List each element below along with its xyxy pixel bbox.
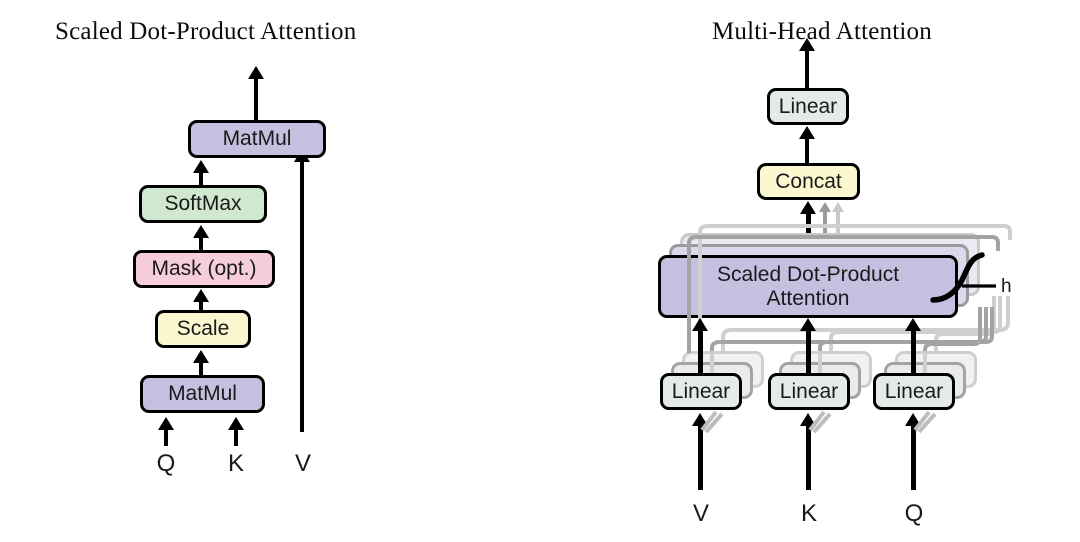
k-input-arrowhead-right bbox=[800, 413, 816, 426]
k-input-arrowhead-left bbox=[228, 417, 244, 430]
linear-q-to-sdpa-arrowhead bbox=[905, 318, 921, 331]
node-linear-v[interactable]: Linear bbox=[660, 373, 742, 410]
softmax-to-matmul-line bbox=[199, 172, 203, 190]
input-label-v-left: V bbox=[294, 450, 311, 477]
concat-to-linear-arrowhead bbox=[799, 126, 815, 139]
node-sdpa-label-line1: Scaled Dot-Product bbox=[716, 262, 900, 286]
q-input-line-right bbox=[911, 425, 916, 490]
q-input-line-left bbox=[164, 429, 168, 446]
input-label-q-left: Q bbox=[156, 450, 176, 477]
node-sdpa-label-line2: Attention bbox=[766, 286, 850, 310]
input-label-q-right: Q bbox=[904, 500, 924, 527]
mask-to-softmax-line bbox=[199, 237, 203, 252]
node-scaled-dot-product-attention[interactable]: Scaled Dot-Product Attention bbox=[658, 255, 958, 318]
node-matmul-bottom-label: MatMul bbox=[168, 382, 237, 406]
node-concat[interactable]: Concat bbox=[757, 163, 860, 200]
matmulbot-to-scale-line bbox=[199, 362, 203, 376]
linear-v-to-sdpa-arrowhead bbox=[692, 318, 708, 331]
node-concat-label: Concat bbox=[775, 169, 842, 193]
linear-k-to-sdpa-line bbox=[806, 330, 811, 374]
q-input-arrowhead-right bbox=[905, 413, 921, 426]
node-softmax[interactable]: SoftMax bbox=[139, 185, 267, 223]
node-linear-output-label: Linear bbox=[778, 94, 838, 118]
linear-q-to-sdpa-line bbox=[911, 330, 916, 374]
mask-to-softmax-arrowhead bbox=[193, 225, 209, 238]
head-arrow-ghost-1-head bbox=[819, 202, 831, 212]
scale-to-mask-line bbox=[199, 301, 203, 316]
node-mask-label: Mask (opt.) bbox=[151, 257, 257, 281]
output-line-left bbox=[254, 78, 258, 120]
linear-k-to-sdpa-arrowhead bbox=[800, 318, 816, 331]
node-linear-output[interactable]: Linear bbox=[767, 88, 849, 125]
input-label-k-left: K bbox=[227, 450, 244, 477]
output-line-right bbox=[805, 50, 809, 88]
linear-v-to-sdpa-line bbox=[698, 330, 703, 374]
output-arrowhead-right bbox=[799, 38, 815, 51]
node-linear-v-label: Linear bbox=[671, 379, 731, 403]
concat-to-linear-line bbox=[805, 138, 809, 164]
node-matmul-top[interactable]: MatMul bbox=[188, 120, 326, 158]
q-input-arrowhead-left bbox=[158, 417, 174, 430]
k-input-line-right bbox=[806, 425, 811, 490]
node-linear-q-label: Linear bbox=[884, 379, 944, 403]
output-arrowhead-left bbox=[248, 66, 264, 79]
v-input-line-right bbox=[698, 425, 703, 490]
node-mask[interactable]: Mask (opt.) bbox=[133, 250, 275, 288]
left-panel-title: Scaled Dot-Product Attention bbox=[55, 18, 357, 45]
input-label-v-right: V bbox=[692, 500, 709, 527]
node-linear-k[interactable]: Linear bbox=[768, 373, 850, 410]
scale-to-mask-arrowhead bbox=[193, 289, 209, 302]
head-arrow-ghost-2-head bbox=[832, 202, 844, 212]
k-input-line-left bbox=[234, 429, 238, 446]
node-linear-k-label: Linear bbox=[779, 379, 839, 403]
node-softmax-label: SoftMax bbox=[164, 192, 242, 216]
node-matmul-top-label: MatMul bbox=[222, 127, 292, 151]
v-input-line-left bbox=[300, 160, 304, 432]
node-scale[interactable]: Scale bbox=[155, 310, 251, 348]
matmulbot-to-scale-arrowhead bbox=[193, 350, 209, 363]
softmax-to-matmul-arrowhead bbox=[193, 160, 209, 173]
node-linear-q[interactable]: Linear bbox=[873, 373, 955, 410]
node-scale-label: Scale bbox=[176, 317, 230, 341]
sdpa-to-concat-arrowhead bbox=[800, 201, 816, 214]
heads-count-label: h bbox=[1001, 276, 1012, 297]
v-input-arrowhead-right bbox=[692, 413, 708, 426]
right-panel-title: Multi-Head Attention bbox=[712, 18, 932, 45]
node-matmul-bottom[interactable]: MatMul bbox=[140, 375, 265, 413]
input-label-k-right: K bbox=[800, 500, 817, 527]
